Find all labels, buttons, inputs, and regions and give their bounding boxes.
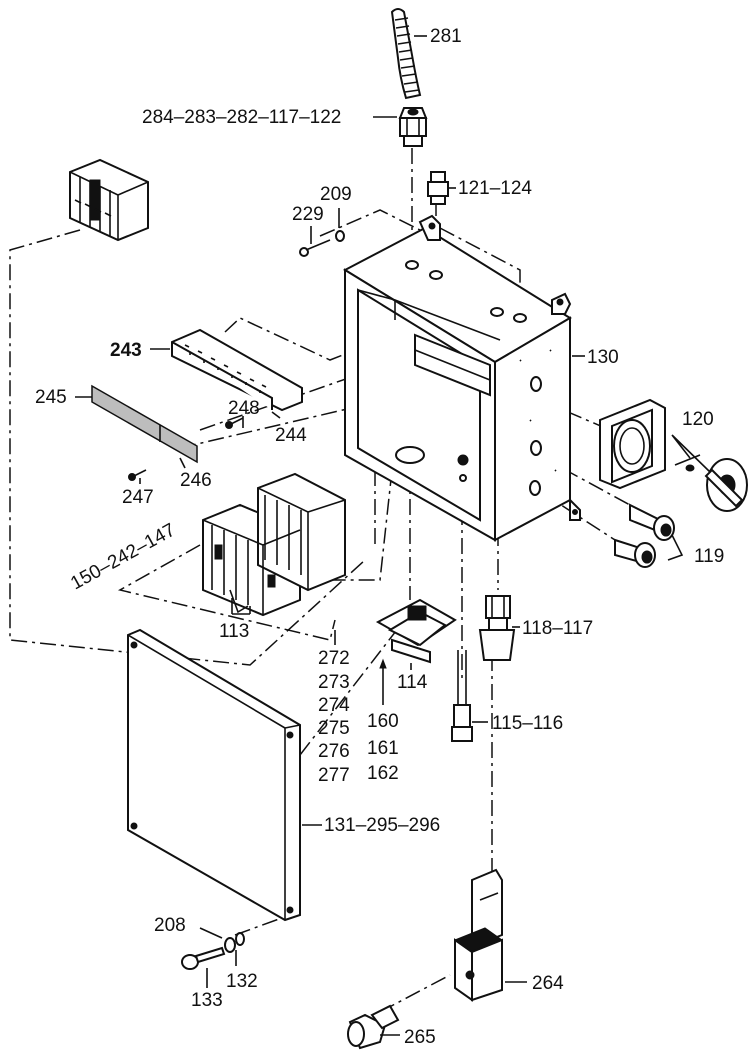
part-245-marker-strip [91,384,198,464]
part-284-cable-gland [398,107,428,147]
label-114: 114 [397,672,428,693]
label-160: 160 [367,711,399,732]
part-115-cable-end [451,650,473,742]
label-118-117: 118–117 [522,618,593,639]
part-121-fitting [427,171,449,205]
leader-lines [75,35,711,1036]
part-133-screw [181,946,226,970]
label-115-116: 115–116 [492,713,563,734]
part-243-terminal-strip [171,328,303,412]
part-247-screw [128,469,147,481]
label-161: 161 [367,738,399,759]
label-276: 276 [318,741,350,762]
label-150-242-147: 150–242–147 [67,520,179,595]
label-275: 275 [318,718,350,739]
label-247: 247 [122,487,154,508]
label-121-124: 121–124 [458,178,532,199]
label-273: 273 [318,672,350,693]
part-130-enclosure [342,214,581,542]
part-281-flexible-conduit [390,8,422,100]
part-118-gland [478,595,516,661]
label-119: 119 [694,546,724,567]
label-284-283-282-117-122: 284–283–282–117–122 [142,107,341,128]
label-265: 265 [404,1027,436,1048]
part-208-washer [235,932,245,946]
label-274: 274 [318,695,350,716]
label-208: 208 [154,915,186,936]
part-114-switch [375,598,457,664]
label-272: 272 [318,648,350,669]
label-132: 132 [226,971,258,992]
part-160-screw [379,658,387,705]
part-264-bracket [453,868,504,1002]
terminal-block-top-left [69,158,149,242]
part-113-contactors [202,472,346,617]
label-162: 162 [367,763,399,784]
label-113: 113 [219,621,249,642]
part-119-indicator-lamps [614,503,675,568]
label-130: 130 [587,347,619,368]
part-229-screw [299,239,331,257]
label-133: 133 [191,990,223,1011]
label-229: 229 [292,204,324,225]
part-265-bolt [347,1004,400,1050]
part-120-rotary-switch [599,398,748,512]
part-209-washer [335,230,345,242]
label-131-295-296: 131–295–296 [324,815,440,836]
label-244: 244 [275,425,307,446]
label-209: 209 [320,184,352,205]
label-248: 248 [228,398,260,419]
part-131-cover-panel [127,628,301,922]
label-246: 246 [180,470,212,491]
part-132-washer [224,937,236,953]
label-277: 277 [318,765,350,786]
part-number-labels: 281 284–283–282–117–122 121–124 209 229 … [35,26,724,1048]
label-264: 264 [532,973,564,994]
label-281: 281 [430,26,462,47]
part-248-screw [225,417,244,429]
label-243: 243 [110,340,142,361]
label-120: 120 [682,409,714,430]
label-245: 245 [35,387,67,408]
